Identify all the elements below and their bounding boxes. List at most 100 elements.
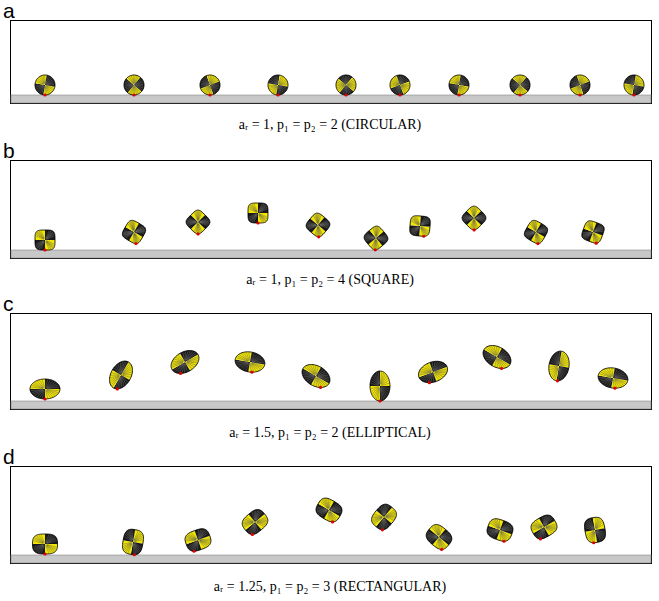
texture-stroke	[414, 216, 420, 224]
texture-stroke	[556, 352, 561, 363]
texture-stroke	[308, 365, 318, 374]
texture-stroke	[200, 217, 210, 227]
texture-stroke	[433, 363, 444, 371]
contact-dot	[502, 540, 505, 543]
texture-stroke	[499, 356, 510, 363]
texture-stroke	[211, 85, 216, 93]
texture-stroke	[376, 373, 379, 384]
texture-stroke	[458, 86, 464, 93]
rolling-body	[33, 73, 56, 96]
body-outline	[121, 528, 145, 556]
rolling-body	[120, 71, 148, 99]
texture-stroke	[380, 388, 382, 400]
texture-stroke	[377, 236, 385, 244]
quadrant	[249, 506, 265, 522]
contact-dot	[133, 553, 136, 556]
texture-stroke	[380, 505, 390, 515]
body-outline	[479, 341, 515, 373]
texture-stroke	[47, 539, 56, 543]
contact-dot	[457, 93, 460, 96]
texture-stroke	[512, 79, 519, 85]
texture-stroke	[249, 364, 255, 372]
contact-dot	[422, 235, 425, 238]
texture-stroke	[185, 352, 196, 360]
contact-dot	[208, 93, 211, 96]
texture-stroke	[36, 84, 43, 90]
rolling-body	[121, 528, 145, 556]
quadrant	[131, 542, 143, 556]
quadrant	[409, 225, 420, 236]
texture-stroke	[441, 536, 450, 544]
quadrant	[547, 364, 559, 381]
rolling-body	[583, 516, 607, 544]
panel	[11, 467, 652, 564]
texture-stroke	[420, 227, 427, 235]
texture-stroke	[259, 207, 267, 212]
texture-stroke	[123, 541, 131, 548]
texture-stroke	[511, 81, 519, 89]
panel-letter: d	[3, 446, 15, 467]
body-outline	[33, 73, 56, 96]
panel-letter: c	[3, 293, 14, 314]
body-outline	[370, 371, 390, 401]
texture-stroke	[341, 86, 348, 94]
body-outline	[506, 71, 534, 99]
texture-stroke	[371, 386, 379, 388]
texture-stroke	[633, 86, 639, 93]
texture-stroke	[371, 381, 378, 386]
body-outline	[580, 219, 606, 245]
texture-stroke	[434, 364, 445, 371]
texture-stroke	[37, 536, 44, 543]
texture-stroke	[399, 76, 406, 83]
body-outline	[583, 516, 607, 544]
texture-stroke	[136, 229, 145, 236]
texture-stroke	[46, 241, 51, 249]
contact-dot	[578, 93, 581, 96]
texture-stroke	[209, 76, 216, 83]
texture-stroke	[631, 76, 635, 84]
texture-stroke	[499, 355, 510, 363]
rolling-body	[239, 506, 271, 537]
texture-stroke	[279, 80, 286, 86]
texture-stroke	[511, 81, 519, 89]
body-outline	[248, 203, 268, 223]
texture-stroke	[553, 367, 558, 378]
texture-stroke	[131, 234, 140, 243]
texture-stroke	[561, 361, 569, 367]
texture-stroke	[123, 542, 131, 550]
texture-stroke	[383, 506, 391, 515]
texture-stroke	[204, 86, 211, 93]
texture-stroke	[378, 372, 380, 384]
body-outline	[105, 357, 137, 393]
contact-dot	[556, 379, 559, 382]
rolling-body	[460, 204, 488, 232]
contact-dot	[197, 232, 200, 235]
texture-stroke	[135, 82, 143, 90]
body-outline	[409, 215, 431, 237]
quadrant	[598, 366, 615, 378]
texture-stroke	[46, 83, 54, 86]
body-outline	[35, 230, 55, 250]
texture-stroke	[435, 370, 444, 379]
panel	[11, 314, 652, 410]
texture-stroke	[381, 383, 389, 385]
texture-stroke	[575, 76, 579, 84]
quadrant	[376, 501, 392, 517]
texture-stroke	[600, 372, 611, 377]
rolling-body	[120, 218, 147, 245]
rolling-body	[184, 208, 212, 236]
texture-stroke	[533, 234, 542, 243]
texture-stroke	[460, 82, 468, 86]
contact-dot	[319, 386, 322, 389]
texture-stroke	[277, 86, 281, 94]
panel-letter: a	[3, 0, 15, 21]
texture-stroke	[246, 363, 250, 371]
texture-stroke	[581, 84, 588, 91]
texture-stroke	[186, 535, 196, 543]
body-outline	[120, 71, 148, 99]
rolling-body	[248, 203, 268, 223]
texture-stroke	[342, 86, 350, 94]
texture-stroke	[46, 241, 50, 249]
texture-stroke	[135, 85, 142, 91]
texture-stroke	[530, 221, 539, 230]
